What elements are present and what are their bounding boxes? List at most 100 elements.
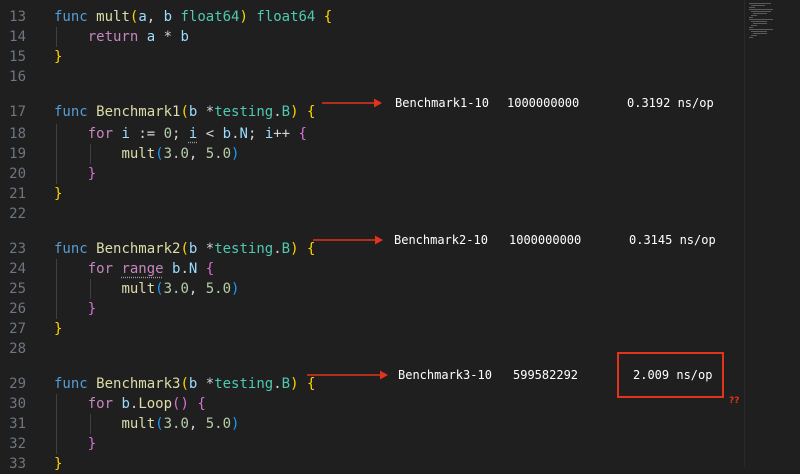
- code-token: }: [87, 166, 97, 182]
- code-token: ): [290, 376, 299, 392]
- code-token: *: [205, 376, 215, 392]
- code-line-30[interactable]: 30 for b.Loop() {: [0, 394, 740, 414]
- minimap-line: [749, 27, 753, 28]
- code-token: b: [188, 241, 206, 257]
- code-token: 3.0: [163, 281, 189, 297]
- code-token: *: [205, 241, 215, 257]
- code-token: b: [163, 9, 173, 25]
- line-number: 19: [9, 146, 26, 162]
- code-line-14[interactable]: 14 return a * b: [0, 27, 740, 47]
- code-token: ): [231, 416, 240, 432]
- code-token: float64: [172, 9, 240, 25]
- indent-guide: [56, 144, 57, 164]
- code-token: (: [155, 416, 164, 432]
- minimap-line: [753, 13, 767, 14]
- benchmark-name: Benchmark2-10: [394, 233, 488, 247]
- code-token: Benchmark2: [96, 241, 181, 257]
- minimap-line: [751, 15, 757, 16]
- line-number: 22: [9, 206, 26, 222]
- benchmark-name: Benchmark1-10: [395, 96, 489, 110]
- minimap-line: [751, 11, 771, 12]
- code-token: ,: [188, 416, 206, 432]
- code-line-16[interactable]: 16: [0, 67, 740, 87]
- code-token: :=: [138, 126, 164, 142]
- code-line-31[interactable]: 31 mult(3.0, 5.0): [0, 414, 740, 434]
- code-token: return: [87, 29, 139, 45]
- code-token: .: [180, 261, 189, 277]
- indent-guide: [89, 279, 91, 299]
- minimap-line: [749, 29, 773, 30]
- code-line-19[interactable]: 19 mult(3.0, 5.0): [0, 144, 740, 164]
- code-token: i: [188, 126, 198, 142]
- code-token: {: [205, 261, 215, 277]
- code-token: (: [180, 376, 189, 392]
- code-token: float64: [247, 9, 316, 25]
- line-number: 20: [9, 166, 26, 182]
- code-token: }: [54, 456, 63, 472]
- indent-guide: [56, 259, 57, 279]
- code-token: {: [306, 241, 316, 257]
- code-line-24[interactable]: 24 for range b.N {: [0, 259, 740, 279]
- code-token: (: [155, 146, 164, 162]
- code-token: }: [54, 321, 63, 337]
- code-line-18[interactable]: 18 for i := 0; i < b.N; i++ {: [0, 124, 740, 144]
- code-text: func Benchmark1(b *testing.B) {: [54, 102, 315, 122]
- line-number: 13: [9, 9, 26, 25]
- code-line-15[interactable]: 15}: [0, 47, 740, 67]
- code-token: [299, 104, 307, 120]
- minimap-line: [749, 3, 771, 4]
- code-line-22[interactable]: 22: [0, 204, 740, 224]
- code-line-28[interactable]: 28: [0, 339, 740, 359]
- indent-guide: [56, 414, 57, 434]
- code-token: [54, 166, 88, 182]
- code-text: }: [54, 47, 62, 67]
- code-token: 3.0: [163, 146, 189, 162]
- code-token: b: [188, 376, 206, 392]
- code-token: {: [306, 104, 316, 120]
- code-token: ): [231, 146, 240, 162]
- code-token: testing: [214, 241, 274, 257]
- code-text: }: [54, 319, 62, 339]
- indent-guide: [56, 164, 57, 184]
- code-token: mult: [121, 146, 156, 162]
- code-line-33[interactable]: 33}: [0, 454, 740, 474]
- code-token: .: [129, 396, 139, 412]
- code-line-20[interactable]: 20 }: [0, 164, 740, 184]
- code-text: return a * b: [54, 27, 189, 47]
- minimap[interactable]: [744, 0, 800, 467]
- code-token: b: [163, 261, 181, 277]
- code-text: for range b.N {: [54, 259, 215, 279]
- code-text: }: [54, 164, 96, 184]
- code-token: [54, 261, 88, 277]
- code-token: ): [290, 104, 299, 120]
- code-text: }: [54, 454, 62, 474]
- code-token: .: [273, 104, 282, 120]
- arrow-head: [380, 370, 388, 380]
- code-line-26[interactable]: 26 }: [0, 299, 740, 319]
- code-line-21[interactable]: 21}: [0, 184, 740, 204]
- code-text: mult(3.0, 5.0): [54, 414, 239, 434]
- code-token: [197, 261, 205, 277]
- code-token: b: [222, 126, 232, 142]
- annotation-arrow: [322, 98, 382, 108]
- benchmark-time: 2.009 ns/op: [633, 368, 713, 382]
- indent-guide: [56, 394, 57, 414]
- code-token: }: [87, 301, 97, 317]
- annotation-arrow: [313, 235, 383, 245]
- code-text: }: [54, 184, 62, 204]
- code-token: b: [180, 29, 189, 45]
- code-line-32[interactable]: 32 }: [0, 434, 740, 454]
- code-line-27[interactable]: 27}: [0, 319, 740, 339]
- code-line-25[interactable]: 25 mult(3.0, 5.0): [0, 279, 740, 299]
- code-token: Loop: [138, 396, 173, 412]
- code-token: }: [87, 436, 97, 452]
- code-token: ,: [188, 281, 206, 297]
- code-token: (): [172, 396, 189, 412]
- code-token: i: [264, 126, 274, 142]
- minimap-line: [751, 21, 767, 22]
